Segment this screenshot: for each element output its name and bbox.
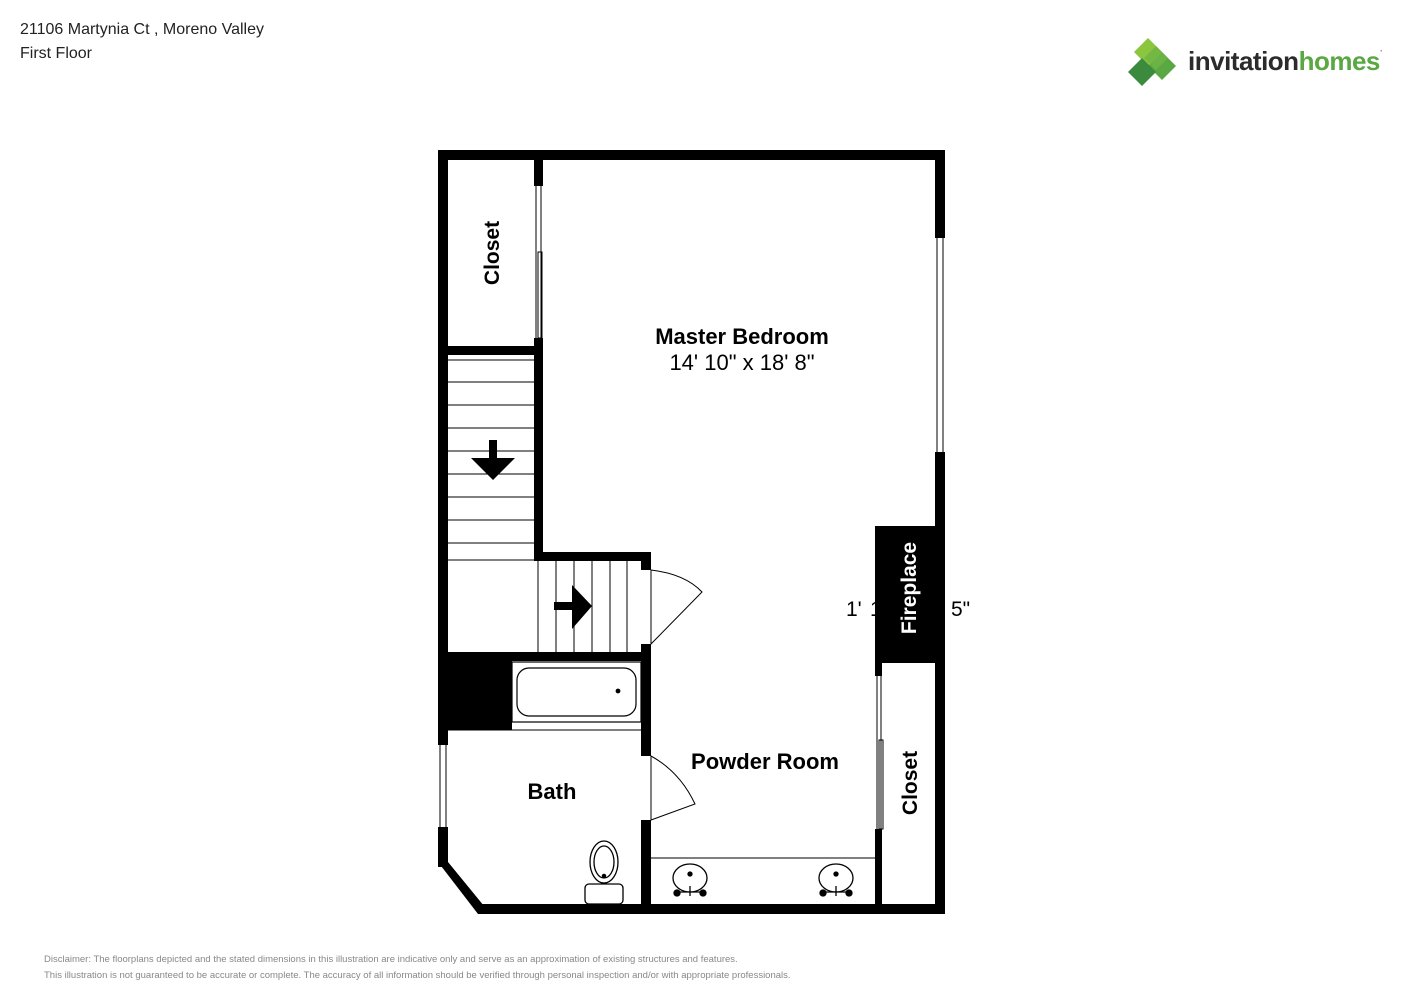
toilet-icon — [584, 840, 624, 905]
door-swings — [650, 569, 703, 821]
property-address: 21106 Martynia Ct , Moreno Valley — [20, 21, 264, 38]
interior-walls — [438, 150, 937, 914]
windows — [439, 238, 944, 827]
company-logo: invitationhomes· — [1128, 36, 1388, 90]
fireplace-dim-right: 5" — [951, 598, 970, 621]
master-bedroom-label: Master Bedroom — [655, 324, 829, 349]
logo-word-right: homes — [1298, 46, 1381, 76]
fireplace-dim-left-fragment: 1 — [870, 598, 882, 621]
logo-trademark: · — [1379, 46, 1383, 57]
powder-room-label: Powder Room — [691, 749, 839, 774]
logo-word-left: invitation — [1188, 46, 1299, 76]
stairs — [448, 359, 628, 652]
logo-mark-icon — [1128, 38, 1176, 86]
sliding-doors — [535, 186, 884, 830]
bathtub-icon — [511, 661, 642, 723]
exterior-walls — [438, 150, 945, 914]
stair-arrow-right-icon — [554, 585, 592, 629]
sink-icon — [672, 863, 708, 897]
closet-right-label: Closet — [899, 751, 922, 815]
master-bedroom-dimensions: 14' 10" x 18' 8" — [669, 350, 814, 375]
floor-name: First Floor — [20, 45, 92, 62]
fireplace-label: Fireplace — [898, 542, 921, 634]
closet-top-label: Closet — [481, 221, 504, 285]
disclaimer-line-1: Disclaimer: The floorplans depicted and … — [44, 954, 738, 965]
bath-label: Bath — [528, 779, 577, 804]
disclaimer-line-2: This illustration is not guaranteed to b… — [44, 970, 791, 981]
sink-icon — [818, 863, 854, 897]
stair-arrow-down-icon — [471, 440, 515, 480]
fireplace-dim-left: 1' — [846, 598, 862, 621]
logo-wordmark: invitationhomes· — [1188, 46, 1383, 77]
